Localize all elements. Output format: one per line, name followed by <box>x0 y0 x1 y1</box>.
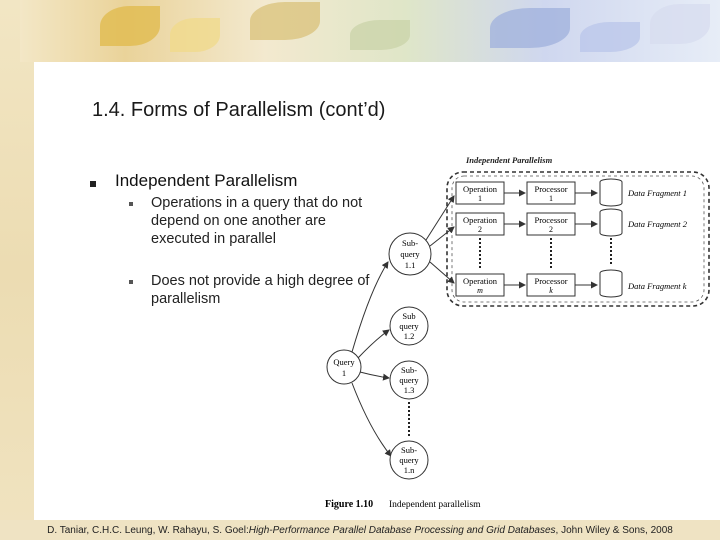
subquery-node-1-n: Sub- query 1.n <box>389 440 429 480</box>
data-fragment-label-k: Data Fragment k <box>627 281 687 291</box>
svg-text:1: 1 <box>549 194 553 203</box>
subquery-node-1-2: Sub query 1.2 <box>389 306 429 346</box>
svg-text:Processor: Processor <box>534 184 567 194</box>
data-fragment-label-2: Data Fragment 2 <box>627 219 688 229</box>
subquery-node-1-3: Sub- query 1.3 <box>389 360 429 400</box>
figure-heading: Independent Parallelism <box>465 155 553 165</box>
svg-text:1: 1 <box>342 368 346 378</box>
svg-text:Operation: Operation <box>463 215 498 225</box>
svg-text:1.3: 1.3 <box>404 385 415 395</box>
slide-title: 1.4. Forms of Parallelism (cont’d) <box>92 99 386 121</box>
svg-text:Sub-: Sub- <box>401 365 417 375</box>
svg-text:Operation: Operation <box>463 184 498 194</box>
processor-box-2: Processor 2 <box>526 212 576 236</box>
svg-text:Operation: Operation <box>463 276 498 286</box>
svg-text:query: query <box>399 375 419 385</box>
sub-bullet-icon <box>129 280 133 284</box>
svg-text:k: k <box>549 286 553 295</box>
citation-footer: D. Taniar, C.H.C. Leung, W. Rahayu, S. G… <box>0 520 720 540</box>
figure-caption-number: Figure 1.10 <box>325 499 373 510</box>
processor-box-1: Processor 1 <box>526 181 576 205</box>
operation-box-m: Operation m <box>455 273 505 297</box>
operation-box-1: Operation 1 <box>455 181 505 205</box>
svg-text:1.n: 1.n <box>404 465 415 475</box>
fragment-group-outline <box>446 171 710 307</box>
query-node-1: Query 1 <box>326 349 362 385</box>
svg-text:1: 1 <box>478 194 482 203</box>
processor-box-k: Processor k <box>526 273 576 297</box>
subquery-node-1-1: Sub- query 1.1 <box>388 232 432 276</box>
footer-authors: D. Taniar, C.H.C. Leung, W. Rahayu, S. G… <box>47 524 249 536</box>
svg-text:m: m <box>477 286 483 295</box>
decorative-leaf-banner <box>20 0 720 62</box>
footer-publisher: , John Wiley & Sons, 2008 <box>555 524 673 536</box>
figure-caption-text: Independent parallelism <box>389 500 481 510</box>
data-fragment-label-1: Data Fragment 1 <box>627 188 687 198</box>
svg-text:1.1: 1.1 <box>405 260 416 270</box>
operation-box-2: Operation 2 <box>455 212 505 236</box>
svg-text:2: 2 <box>549 225 553 234</box>
svg-text:Query: Query <box>333 357 355 367</box>
footer-book-title: High-Performance Parallel Database Proce… <box>248 524 556 536</box>
svg-text:2: 2 <box>478 225 482 234</box>
svg-text:1.2: 1.2 <box>404 331 415 341</box>
disk-icon <box>599 178 623 207</box>
svg-text:query: query <box>400 249 420 259</box>
left-decor-strip <box>0 0 34 540</box>
svg-text:Processor: Processor <box>534 276 567 286</box>
svg-text:Sub: Sub <box>402 311 415 321</box>
sub-bullet-2: Does not provide a high degree of parall… <box>151 273 370 307</box>
disk-icon <box>599 269 623 298</box>
sub-bullet-icon <box>129 202 133 206</box>
svg-text:Processor: Processor <box>534 215 567 225</box>
bullet-independent-parallelism: Independent Parallelism <box>115 171 298 190</box>
svg-text:Sub-: Sub- <box>402 238 418 248</box>
disk-icon <box>599 208 623 237</box>
svg-text:query: query <box>399 455 419 465</box>
fragment-group-inner-outline <box>451 175 705 303</box>
svg-text:query: query <box>399 321 419 331</box>
svg-text:Sub-: Sub- <box>401 445 417 455</box>
bullet-square-icon <box>90 181 96 187</box>
sub-bullet-1: Operations in a query that do not depend… <box>151 195 363 247</box>
